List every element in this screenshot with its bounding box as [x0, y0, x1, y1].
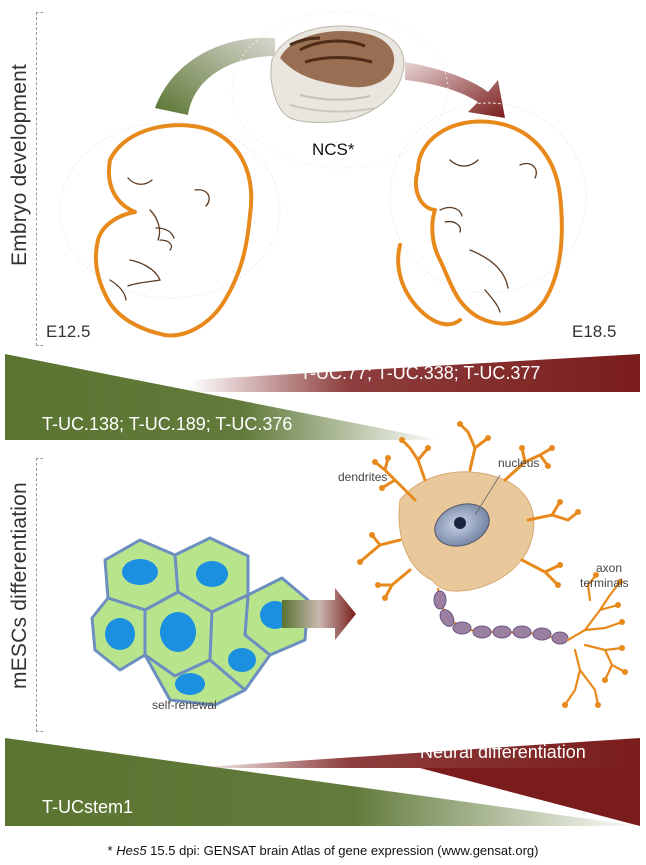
stage-e18-5-label: E18.5 [572, 322, 617, 341]
bottom-red-band-text: Neural differentiation [420, 742, 586, 762]
top-expression-band [5, 354, 640, 440]
stage-e12-5-label: E12.5 [46, 322, 91, 341]
development-arc-arrows [155, 37, 505, 118]
ncs-label: NCS* [312, 140, 355, 159]
bottom-expression-band [5, 738, 640, 826]
footnote-prefix: * [107, 843, 117, 858]
terminals-label: terminals [580, 576, 629, 590]
top-red-band-text: T-UC.77; T-UC.338; T-UC.377 [300, 363, 541, 383]
axon-label: axon [596, 561, 623, 575]
footnote-text: 15.5 dpi: GENSAT brain Atlas of gene exp… [146, 843, 539, 858]
self-renewal-label: self-renewal [152, 698, 217, 712]
top-section-bracket [36, 12, 43, 346]
differentiation-arrow [282, 588, 356, 640]
embryo-development-label: Embryo development [8, 63, 31, 266]
top-green-band-text: T-UC.138; T-UC.189; T-UC.376 [42, 414, 293, 434]
brain-section-image [231, 11, 449, 169]
dendrites-label: dendrites [338, 470, 388, 484]
footnote: * Hes5 15.5 dpi: GENSAT brain Atlas of g… [0, 843, 646, 858]
embryo-e12-5 [59, 121, 281, 338]
nucleus-label: nucleus [498, 456, 540, 470]
mescs-differentiation-label: mESCs differentiation [8, 482, 31, 689]
embryo-e18-5-details [439, 159, 537, 313]
neuron-illustration [357, 421, 628, 708]
self-renewal-cell-cluster [90, 536, 310, 707]
footnote-gene: Hes5 [116, 843, 147, 858]
embryo-e12-5-details [109, 177, 210, 301]
bottom-section-bracket [36, 458, 43, 732]
bottom-green-band-text: T-UCstem1 [42, 797, 134, 817]
embryo-e18-5 [389, 102, 587, 327]
